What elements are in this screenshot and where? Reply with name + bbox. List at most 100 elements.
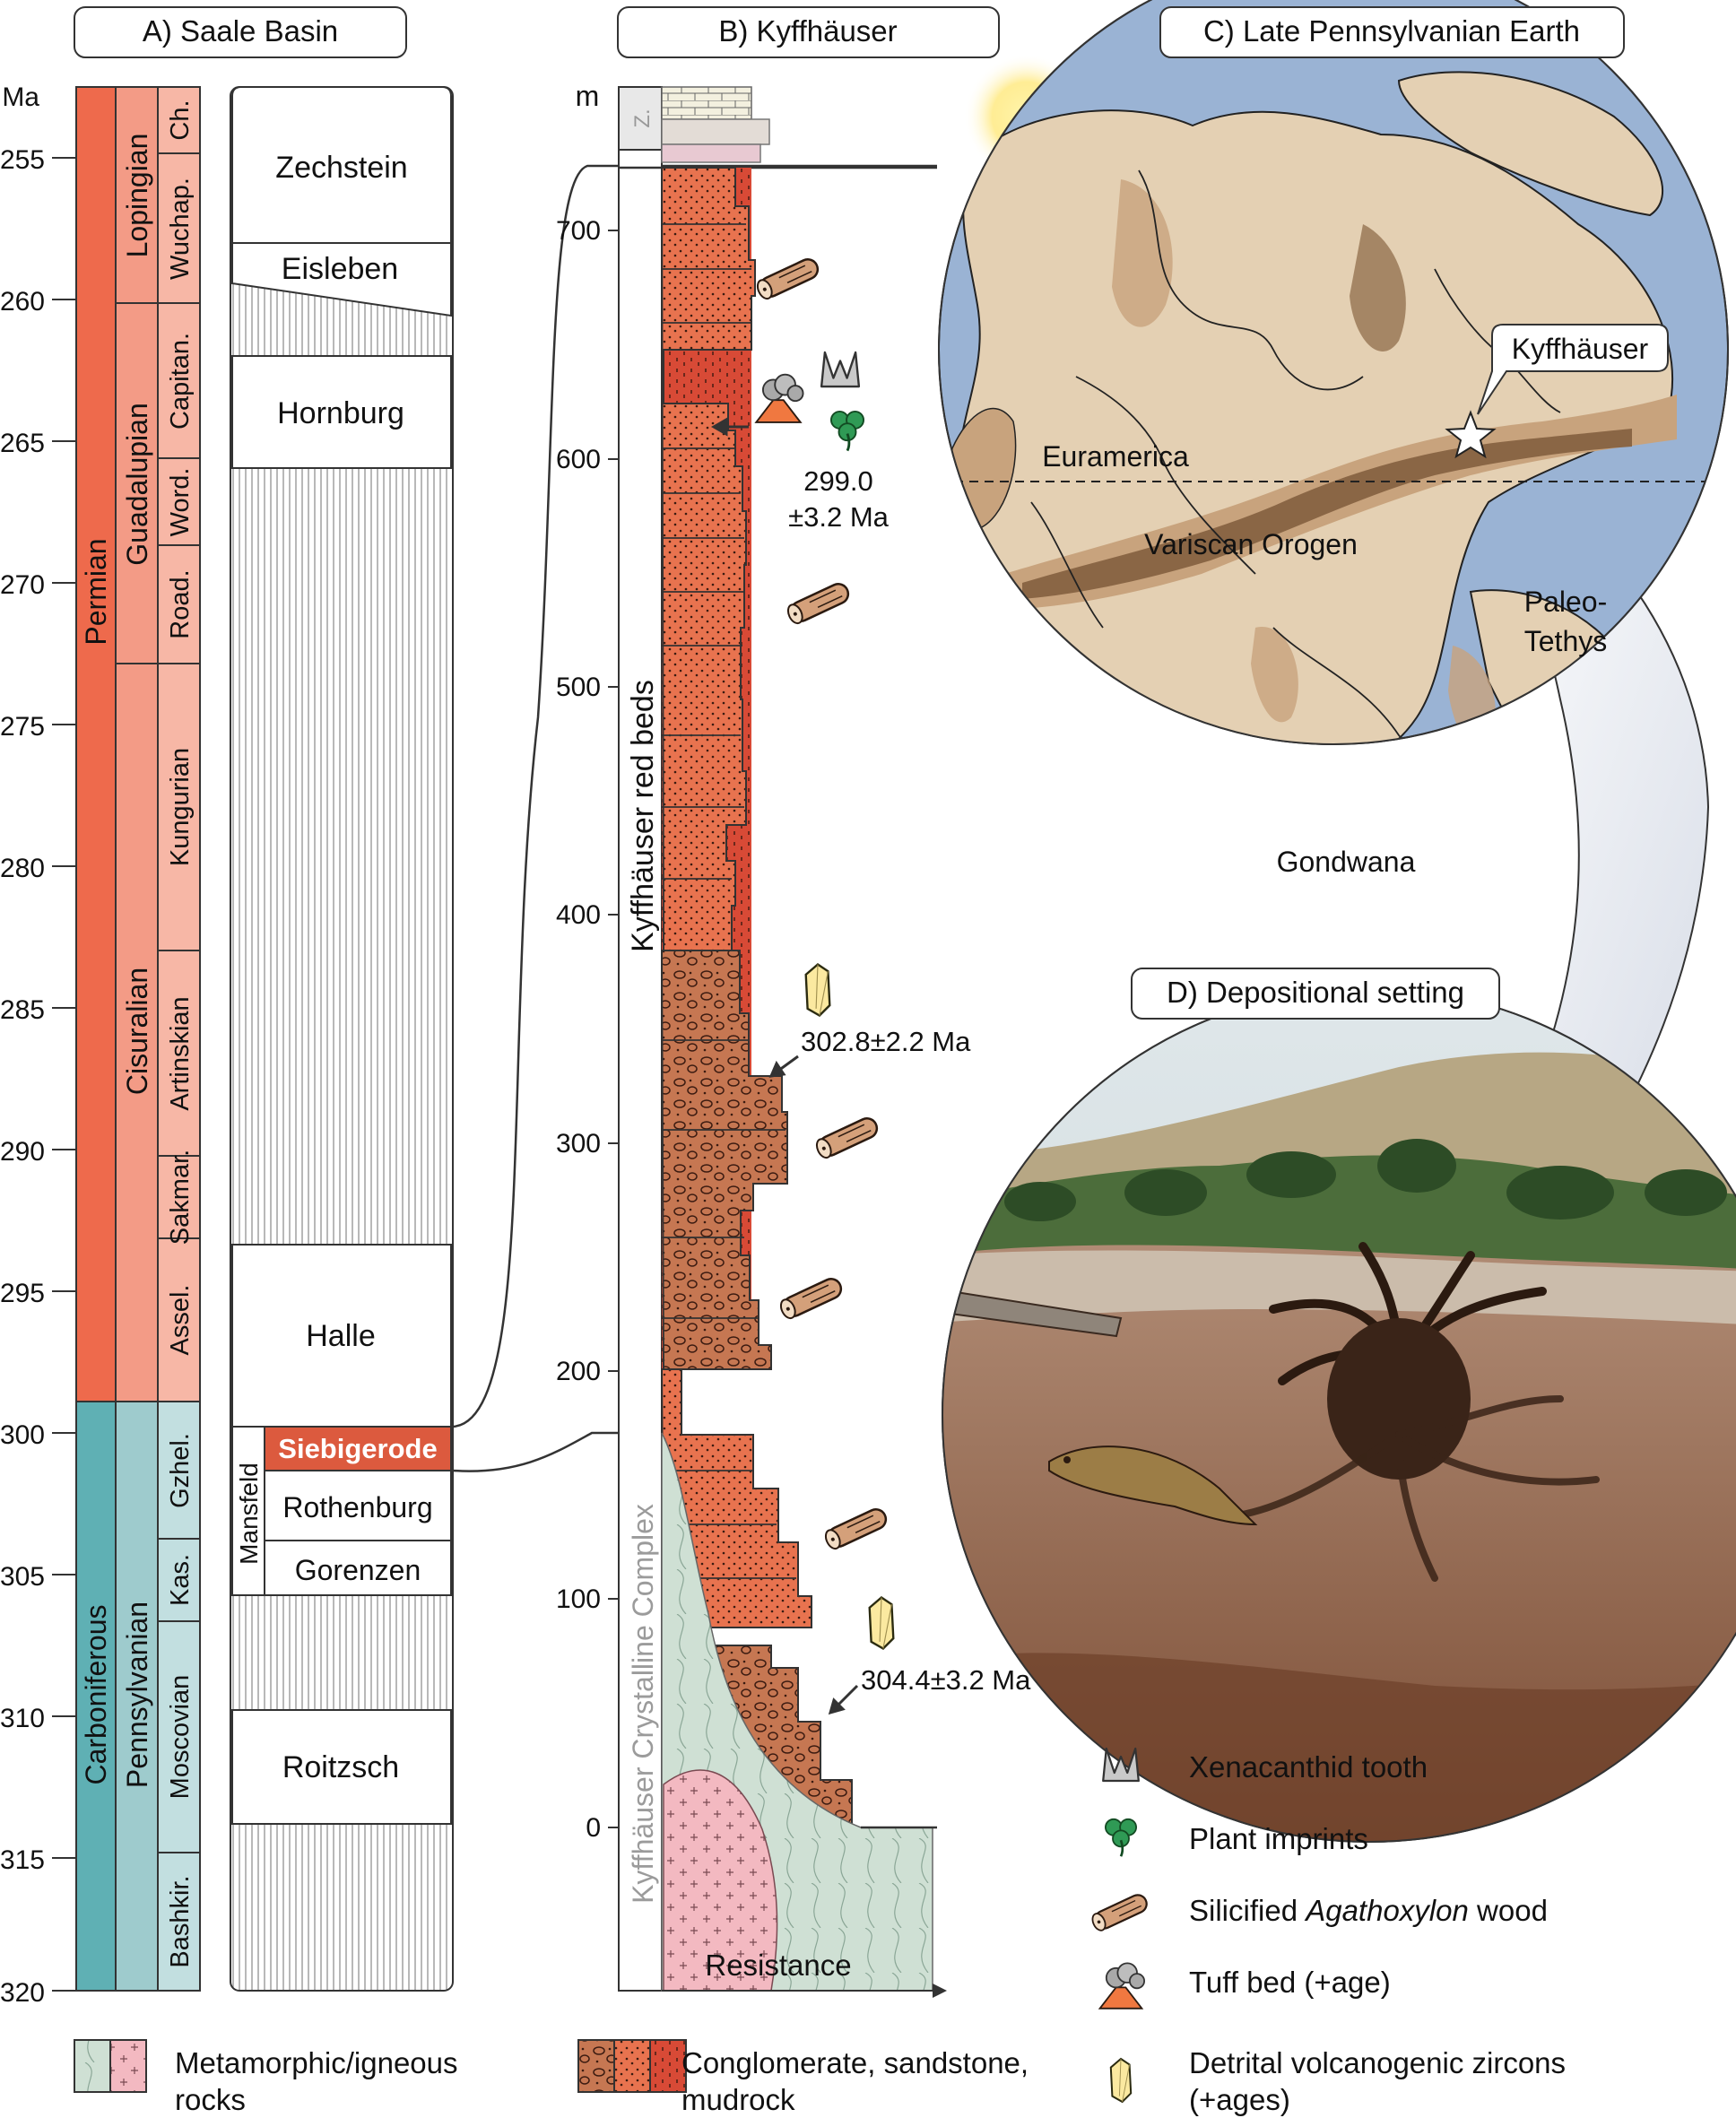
svg-text:Moscovian: Moscovian [166,1675,195,1800]
svg-text:Rothenburg: Rothenburg [282,1491,432,1523]
svg-text:299.0: 299.0 [803,465,873,497]
kyffhauser-callout: Kyffhäuser [1512,333,1649,365]
fish-icon [1048,1445,1258,1526]
svg-text:304.4±3.2 Ma: 304.4±3.2 Ma [861,1664,1031,1696]
svg-text:295: 295 [0,1279,45,1308]
legend-conglomerate: Conglomerate, sandstone, [681,2046,1029,2079]
svg-text:200: 200 [556,1357,601,1386]
legend: Xenacanthid tooth Plant imprints Silicif… [74,1747,1566,2116]
panel-a-label: A) Saale Basin [143,14,338,48]
svg-text:Cisuralian: Cisuralian [121,968,153,1095]
svg-text:265: 265 [0,429,45,458]
svg-text:280: 280 [0,854,45,883]
svg-text:Tethys: Tethys [1524,625,1607,657]
svg-text:±3.2 Ma: ±3.2 Ma [788,501,890,533]
svg-text:Capitan.: Capitan. [166,333,195,430]
system-permian [75,86,117,1402]
svg-text:260: 260 [0,287,45,317]
svg-text:(+ages): (+ages) [1189,2083,1290,2116]
svg-text:Z.: Z. [630,109,655,127]
svg-text:Wuchap.: Wuchap. [166,178,195,280]
svg-text:Gorenzen: Gorenzen [295,1554,421,1586]
panel-b-title: B) Kyffhäuser [617,6,1000,58]
legend-plant: Plant imprints [1189,1822,1368,1855]
svg-text:Word.: Word. [166,468,195,537]
panel-c-label: C) Late Pennsylvanian Earth [1203,14,1580,48]
svg-text:300: 300 [0,1420,45,1450]
legend-wood: Silicified Agathoxylon wood [1189,1894,1548,1927]
svg-text:Guadalupian: Guadalupian [121,403,153,565]
legend-metamorphic: Metamorphic/igneous [175,2046,458,2079]
svg-text:302.8±2.2 Ma: 302.8±2.2 Ma [801,1026,971,1057]
svg-text:100: 100 [556,1584,601,1614]
svg-text:Gondwana: Gondwana [1277,846,1416,878]
unit-rothenburg [264,1470,452,1541]
svg-text:Kungurian: Kungurian [166,748,195,866]
paleogeographic-globe: Kyffhäuser Euramerica Variscan Orogen Pa… [938,0,1729,1132]
system-carboniferous [75,1401,117,1992]
svg-text:Mansfeld: Mansfeld [235,1463,263,1565]
panel-c-title: C) Late Pennsylvanian Earth [1159,6,1625,58]
unit-siebigerode [264,1426,452,1471]
svg-text:320: 320 [0,1978,45,2008]
svg-text:Zechstein: Zechstein [275,151,407,185]
svg-text:Road.: Road. [166,569,195,638]
unit-roitzsch [231,1709,452,1825]
label-carboniferous: Carboniferous [80,1605,112,1785]
red-beds-label: Kyffhäuser red beds [626,680,660,952]
panel-d-title: D) Depositional setting [1131,968,1500,1020]
svg-text:305: 305 [0,1562,45,1592]
svg-text:Paleo-: Paleo- [1524,586,1608,618]
unit-gorenzen [264,1540,452,1596]
svg-text:275: 275 [0,712,45,742]
svg-text:Assel.: Assel. [166,1285,195,1356]
svg-text:Hornburg: Hornburg [277,396,404,430]
svg-text:600: 600 [556,445,601,474]
svg-text:Siebigerode: Siebigerode [278,1433,437,1464]
svg-text:500: 500 [556,673,601,702]
legend-tooth: Xenacanthid tooth [1189,1750,1428,1784]
svg-text:Variscan Orogen: Variscan Orogen [1144,528,1358,560]
svg-text:290: 290 [0,1137,45,1167]
svg-text:Euramerica: Euramerica [1042,440,1189,473]
geologic-timescale: Ma 255 260 265 270 275 280 285 290 295 3… [0,82,201,2008]
svg-text:mudrock: mudrock [681,2083,795,2116]
svg-text:Gzhel.: Gzhel. [166,1433,195,1508]
svg-text:Eisleben: Eisleben [282,252,398,286]
resistance-label: Resistance [705,1949,851,1982]
unit-halle [231,1244,452,1428]
svg-text:300: 300 [556,1129,601,1159]
label-permian: Permian [80,538,112,645]
svg-text:0: 0 [586,1813,601,1843]
svg-text:rocks: rocks [175,2083,246,2116]
panel-b-label: B) Kyffhäuser [718,14,897,48]
svg-text:Artinskian: Artinskian [166,996,195,1110]
svg-text:Halle: Halle [306,1319,375,1353]
saale-basin-column: Zechstein Eisleben Hornburg Halle Rothen… [230,86,454,1992]
legend-tuff: Tuff bed (+age) [1189,1966,1391,1999]
svg-text:Ma: Ma [2,82,39,112]
svg-text:255: 255 [0,145,45,175]
panel-a-title: A) Saale Basin [74,6,407,58]
depositional-scene [942,987,1736,1843]
svg-text:Lopingian: Lopingian [121,134,153,258]
svg-text:Sakmar.: Sakmar. [166,1150,195,1245]
svg-text:Roitzsch: Roitzsch [282,1750,399,1784]
unit-eisleben [231,242,452,317]
svg-text:700: 700 [556,216,601,246]
svg-text:m: m [576,80,600,112]
svg-text:310: 310 [0,1704,45,1733]
ma-ticks: Ma 255 260 265 270 275 280 285 290 295 3… [0,82,45,2008]
svg-text:315: 315 [0,1845,45,1875]
svg-text:Bashkir.: Bashkir. [166,1875,195,1967]
kyffhauser-section: m 700 600 500 400 300 200 100 0 Z. Kyffh… [556,80,1031,1998]
svg-text:Ch.: Ch. [166,100,195,140]
svg-text:Kas.: Kas. [166,1554,195,1606]
unit-hornburg [231,355,452,469]
kyffhauser-location-star [1445,410,1497,459]
correlation-lines [452,164,937,1472]
svg-text:285: 285 [0,995,45,1025]
unit-zechstein [231,86,452,244]
crystalline-label: Kyffhäuser Crystalline Complex [627,1504,659,1904]
